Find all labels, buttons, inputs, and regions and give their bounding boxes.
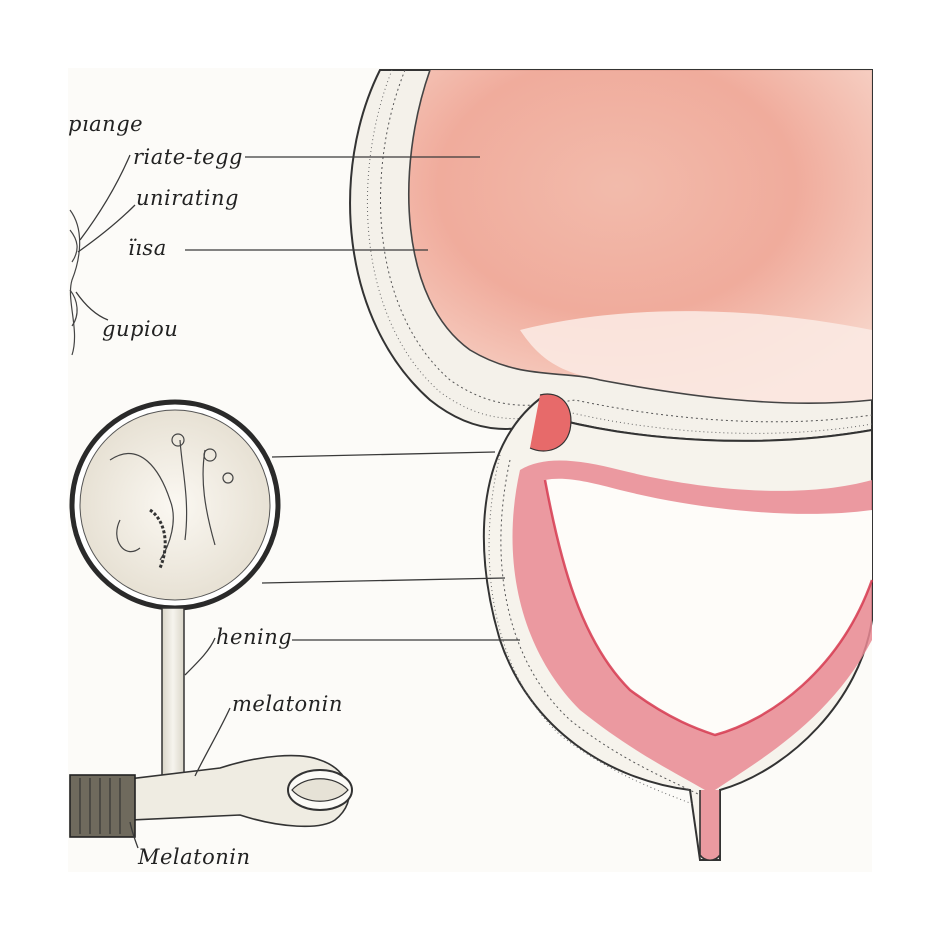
label-5: hening [216,625,293,649]
label-7: Melatonin [138,845,251,869]
tube-instrument-icon [69,607,353,838]
upper-organ [349,69,873,442]
lower-organ [482,393,874,862]
label-2: unirating [136,186,239,210]
label-3: ïısa [128,236,167,260]
leader-lines [75,154,520,849]
coil-sketch [69,209,81,356]
label-4: gupiou [102,317,179,341]
magnifying-lens-icon [69,399,281,611]
label-1: riate-tegg [133,145,243,169]
label-top-left: pıange [68,112,144,136]
label-6: melatonin [232,692,343,716]
